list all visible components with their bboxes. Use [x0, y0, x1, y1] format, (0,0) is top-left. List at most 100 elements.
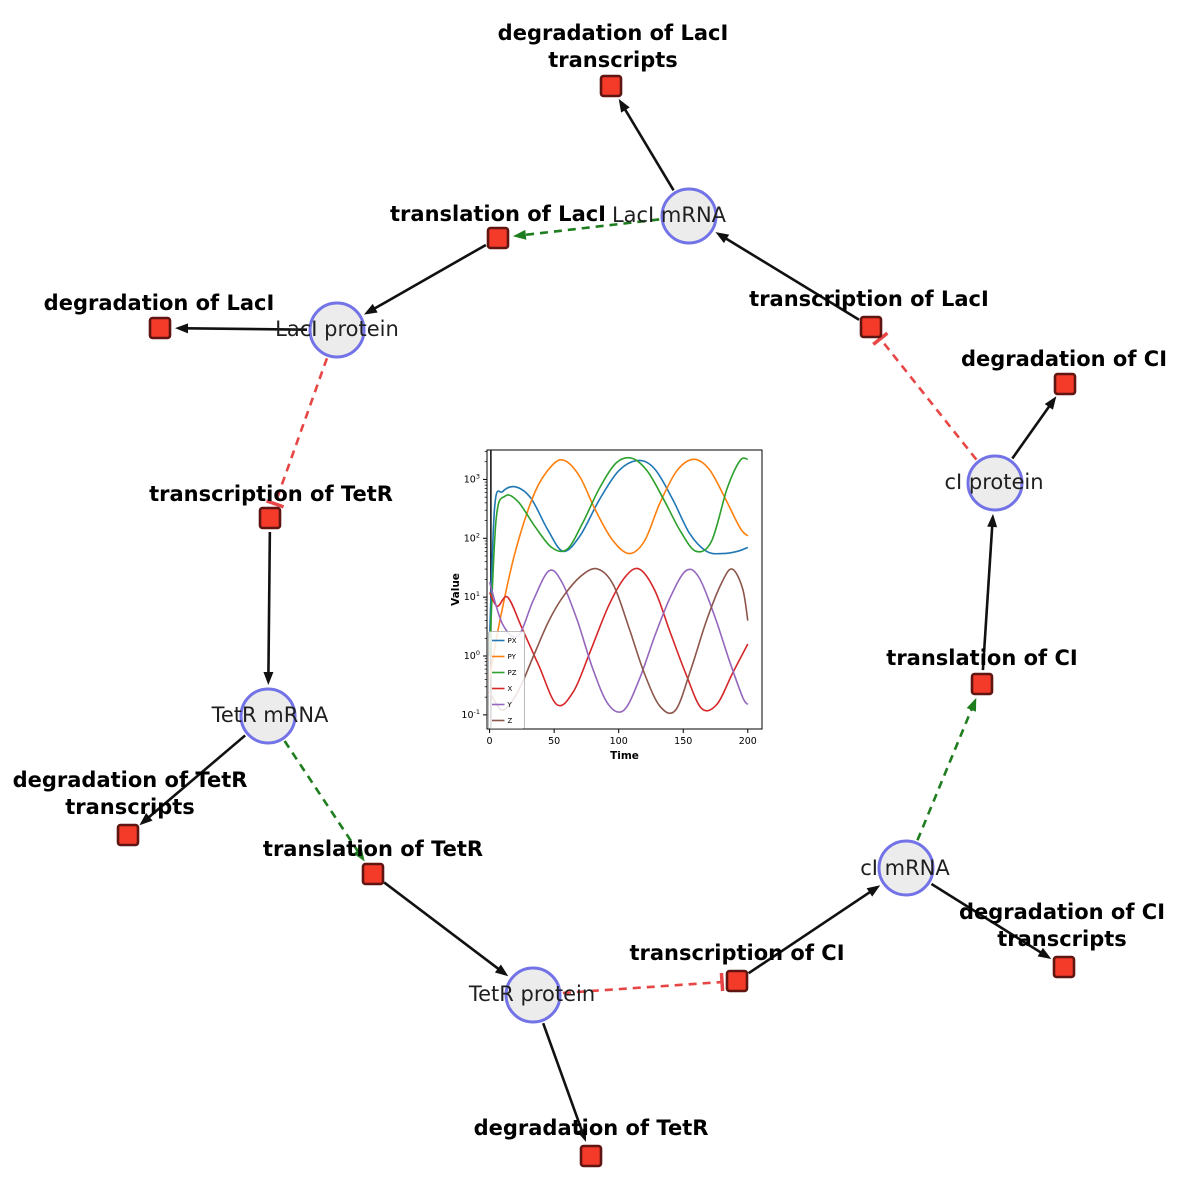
arrowhead	[987, 513, 998, 528]
species-node-tetr_protein	[504, 966, 562, 1024]
arrowhead	[512, 229, 527, 240]
species-label-laci_protein: LacI protein	[275, 317, 399, 341]
arrowhead	[363, 303, 378, 315]
edges-layer	[139, 98, 1057, 1142]
reaction-label-rx_deg_ci_tx: degradation of CI	[959, 900, 1165, 924]
reaction-node-rx_translation_ci	[970, 672, 994, 696]
arrowhead	[1044, 396, 1057, 410]
reaction-label-rx_deg_laci_tx: degradation of LacI	[498, 21, 729, 45]
reaction-label-rx_deg_tetr: degradation of TetR	[474, 1116, 709, 1140]
x-tick-label: 50	[548, 736, 560, 747]
y-axis-label: Value	[450, 573, 462, 606]
series-Y	[488, 568, 749, 713]
edge-production-rx_transcription_laci-laci_mrna	[724, 236, 860, 321]
legend-label-Z: Z	[508, 717, 513, 725]
edge-inhibition-laci_protein-rx_transcription_tetr	[273, 357, 329, 505]
reaction-label-rx_deg_tetr_tx: degradation of TetR	[13, 768, 248, 792]
x-tick-label: 150	[674, 736, 692, 747]
legend-label-PX: PX	[508, 637, 517, 645]
reaction-node-rx_transcription_ci	[725, 969, 749, 993]
x-tick-label: 100	[610, 736, 628, 747]
reaction-label-rx_translation_tetr: translation of TetR	[263, 837, 483, 861]
inhibition-tbar	[872, 331, 889, 346]
arrowhead	[576, 1127, 587, 1142]
edge-production-rx_translation_laci-laci_protein	[372, 243, 487, 311]
species-label-ci_mrna: cI mRNA	[860, 856, 950, 880]
legend-label-X: X	[508, 685, 513, 693]
series-X	[488, 567, 749, 712]
reaction-node-rx_deg_ci	[1053, 372, 1077, 396]
edge-inhibition-ci_protein-rx_transcription_laci	[879, 337, 978, 461]
edge-consumption-laci_mrna-rx_deg_laci_tx	[623, 107, 675, 191]
inhibition-tbar	[265, 499, 285, 509]
arrowhead	[866, 885, 881, 897]
chart-frame	[486, 449, 763, 730]
reaction-node-rx_deg_tetr_tx	[116, 823, 140, 847]
x-tick-label: 200	[739, 736, 757, 747]
reaction-node-rx_deg_tetr	[579, 1144, 603, 1168]
reaction-node-rx_translation_laci	[486, 226, 510, 250]
y-tick-label: 101	[464, 590, 480, 603]
species-node-ci_protein	[966, 454, 1024, 512]
reaction-label-rx_transcription_tetr: transcription of TetR	[149, 482, 393, 506]
arrowhead	[1037, 947, 1052, 960]
reaction-node-rx_deg_laci_tx	[599, 74, 623, 98]
reaction-label-rx_deg_ci_tx: transcripts	[997, 927, 1127, 951]
series-PZ	[488, 456, 748, 657]
legend: PX PY PZ XYZ	[488, 631, 525, 729]
reaction-node-rx_transcription_tetr	[258, 506, 282, 530]
edge-modifier-laci_mrna-rx_translation_laci	[523, 218, 660, 237]
edge-production-rx_transcription_tetr-tetr_mrna	[267, 531, 272, 675]
edge-modifier-ci_mrna-rx_translation_ci	[916, 707, 974, 841]
series-Z	[488, 567, 749, 715]
species-label-tetr_mrna: TetR mRNA	[211, 703, 329, 727]
nodes-layer	[116, 74, 1077, 1168]
series-PX	[488, 459, 749, 639]
y-tick-label: 10-1	[461, 708, 480, 721]
reaction-node-rx_deg_laci	[148, 316, 172, 340]
edge-consumption-tetr_mrna-rx_deg_tetr_tx	[146, 734, 246, 820]
edge-consumption-ci_protein-rx_deg_ci	[1011, 404, 1052, 460]
reaction-label-rx_translation_ci: translation of CI	[886, 646, 1077, 670]
edge-consumption-tetr_protein-rx_deg_tetr	[541, 1022, 584, 1132]
reaction-label-rx_deg_laci: degradation of LacI	[44, 291, 275, 315]
series-PY	[488, 458, 749, 680]
reaction-node-rx_translation_tetr	[361, 862, 385, 886]
legend-label-PY: PY	[508, 653, 517, 661]
edge-consumption-ci_mrna-rx_deg_ci_tx	[930, 882, 1043, 955]
y-tick-label: 103	[464, 472, 480, 485]
y-tick-label: 102	[464, 531, 480, 544]
y-tick-label: 100	[464, 649, 480, 662]
species-node-ci_mrna	[877, 839, 935, 897]
legend-box	[488, 631, 525, 729]
species-node-tetr_mrna	[239, 687, 297, 745]
species-node-laci_protein	[308, 301, 366, 359]
edge-inhibition-tetr_protein-rx_transcription_ci	[562, 980, 723, 995]
species-label-tetr_protein: TetR protein	[468, 982, 595, 1006]
edge-production-rx_transcription_ci-ci_mrna	[747, 890, 872, 975]
edge-consumption-laci_protein-rx_deg_laci	[185, 326, 308, 331]
reaction-label-rx_translation_laci: translation of LacI	[390, 202, 606, 226]
reaction-label-rx_deg_tetr_tx: transcripts	[65, 795, 195, 819]
arrowhead	[618, 98, 630, 113]
arrowhead	[353, 847, 365, 862]
reaction-node-rx_transcription_laci	[859, 315, 883, 339]
legend-label-Y: Y	[507, 701, 513, 709]
arrowhead	[494, 964, 509, 977]
species-label-ci_protein: cI protein	[944, 470, 1043, 494]
arrowhead	[263, 671, 274, 686]
edge-production-rx_translation_tetr-tetr_protein	[383, 881, 501, 971]
reaction-label-rx_deg_ci: degradation of CI	[961, 347, 1167, 371]
legend-label-PZ: PZ	[508, 669, 517, 677]
species-label-laci_mrna: LacI mRNA	[612, 203, 727, 227]
reaction-label-rx_transcription_laci: transcription of LacI	[749, 287, 989, 311]
arrowhead	[966, 697, 977, 712]
labels-layer: degradation of LacI transcripts translatio…	[13, 21, 1167, 1140]
arrowhead	[174, 323, 189, 334]
inhibition-tbar	[719, 972, 725, 992]
arrowhead	[715, 232, 730, 244]
arrowhead	[139, 813, 153, 826]
